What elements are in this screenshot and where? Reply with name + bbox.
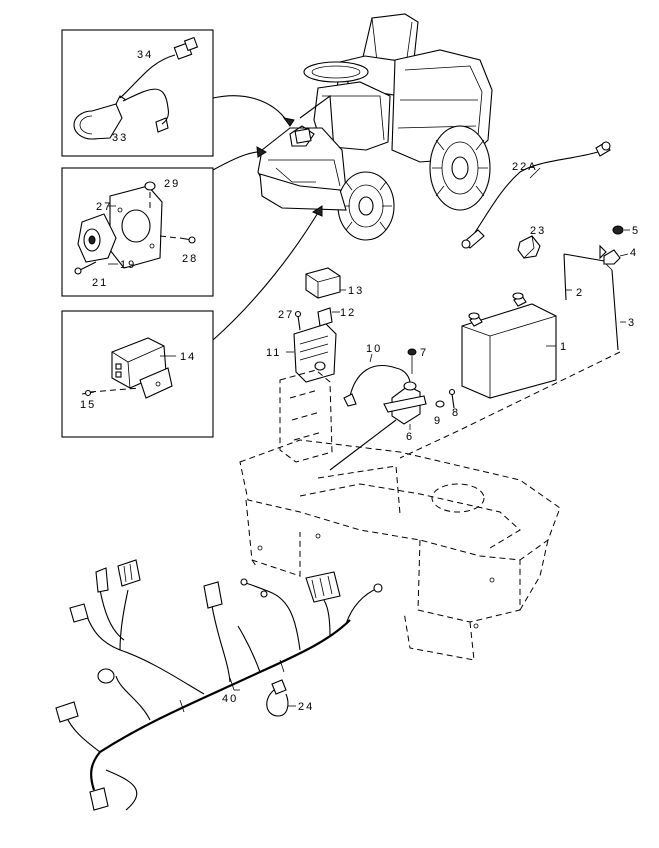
callout-5: 5 bbox=[632, 225, 640, 237]
callout-22a: 22A bbox=[512, 161, 538, 173]
callout-8: 8 bbox=[452, 407, 460, 419]
pointer-arrows bbox=[212, 95, 323, 341]
callout-2: 2 bbox=[576, 287, 584, 299]
inset-box-headlight: 34 33 bbox=[61, 29, 214, 157]
cable-tie: 24 bbox=[266, 679, 314, 717]
callout-13: 13 bbox=[348, 285, 364, 297]
callout-10: 10 bbox=[366, 343, 382, 355]
callout-15: 15 bbox=[80, 399, 96, 411]
callout-27-screw: 27 bbox=[278, 309, 294, 321]
callout-11: 11 bbox=[266, 347, 281, 359]
solenoid-assembly: 13 12 27 11 10 7 6 9 bbox=[266, 267, 621, 471]
callout-3: 3 bbox=[628, 317, 636, 329]
battery-hardware: 23 2 3 4 5 bbox=[517, 225, 640, 351]
callout-4: 4 bbox=[630, 247, 638, 259]
battery: 1 bbox=[461, 292, 568, 399]
callout-28: 28 bbox=[182, 253, 198, 265]
inset-box-socket: 29 27 19 21 28 bbox=[61, 167, 214, 297]
callout-9: 9 bbox=[434, 415, 442, 427]
callout-40: 40 bbox=[222, 693, 238, 705]
callout-29: 29 bbox=[164, 178, 180, 190]
callout-27-bracket: 27 bbox=[96, 201, 112, 213]
callout-14: 14 bbox=[180, 351, 196, 363]
callout-21: 21 bbox=[92, 277, 108, 289]
ground-cable-22a: 22A bbox=[461, 141, 611, 249]
callout-24: 24 bbox=[298, 701, 314, 713]
callout-12: 12 bbox=[340, 307, 356, 319]
chassis-frame bbox=[239, 439, 561, 661]
inset-box-switch: 14 15 bbox=[61, 310, 214, 438]
callout-1: 1 bbox=[560, 341, 568, 353]
callout-6: 6 bbox=[406, 431, 414, 443]
callout-7: 7 bbox=[420, 347, 428, 359]
callout-23: 23 bbox=[530, 225, 546, 237]
wiring-harness: 40 bbox=[55, 559, 383, 811]
callout-19: 19 bbox=[120, 259, 136, 271]
tractor-illustration bbox=[257, 13, 493, 241]
callout-34: 34 bbox=[137, 49, 153, 61]
callout-33: 33 bbox=[112, 132, 128, 144]
